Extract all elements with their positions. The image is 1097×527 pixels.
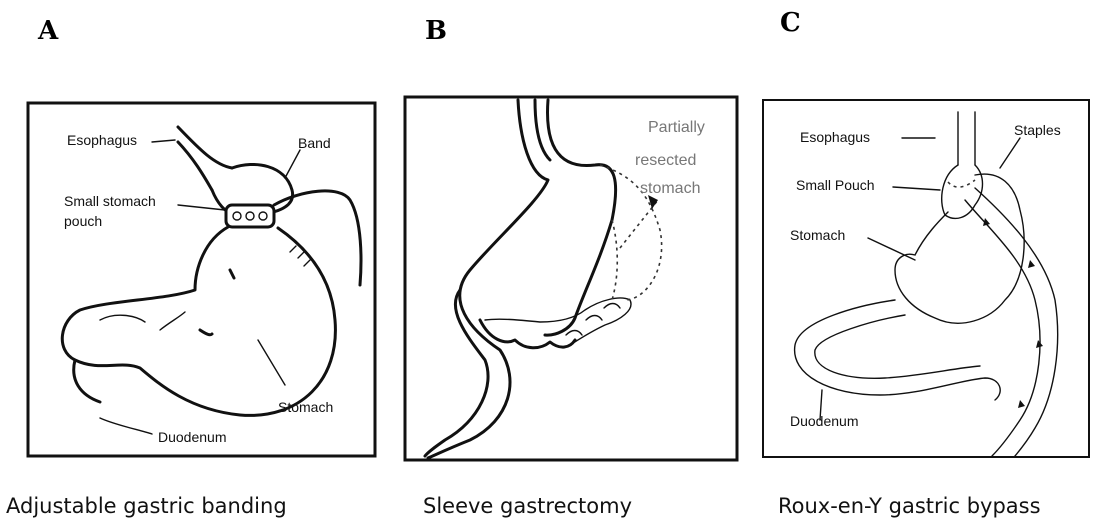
panel-c-frame bbox=[763, 100, 1089, 457]
label-c-duodenum: Duodenum bbox=[790, 413, 859, 429]
panel-a-illustration: Esophagus Band Small stomach pouch Stoma… bbox=[28, 103, 375, 456]
label-b-resected: resected bbox=[635, 152, 696, 169]
label-c-small-pouch: Small Pouch bbox=[796, 177, 875, 193]
panel-b-illustration: Partially resected stomach bbox=[405, 97, 737, 460]
label-a-band: Band bbox=[298, 135, 331, 151]
caption-c: Roux-en-Y gastric bypass bbox=[778, 494, 1041, 518]
caption-a: Adjustable gastric banding bbox=[6, 494, 287, 518]
label-b-stomach: stomach bbox=[640, 180, 700, 197]
label-a-esophagus: Esophagus bbox=[67, 132, 137, 148]
caption-b: Sleeve gastrectomy bbox=[423, 494, 632, 518]
label-c-stomach: Stomach bbox=[790, 227, 845, 243]
label-c-staples: Staples bbox=[1014, 122, 1061, 138]
label-a-pouch: pouch bbox=[64, 213, 102, 229]
label-a-duodenum: Duodenum bbox=[158, 429, 227, 445]
label-a-stomach: Stomach bbox=[278, 399, 333, 415]
label-a-small-stomach: Small stomach bbox=[64, 193, 156, 209]
label-c-esophagus: Esophagus bbox=[800, 129, 870, 145]
panel-c-illustration: Esophagus Staples Small Pouch Stomach Du… bbox=[763, 100, 1089, 457]
label-b-partially: Partially bbox=[648, 119, 705, 136]
